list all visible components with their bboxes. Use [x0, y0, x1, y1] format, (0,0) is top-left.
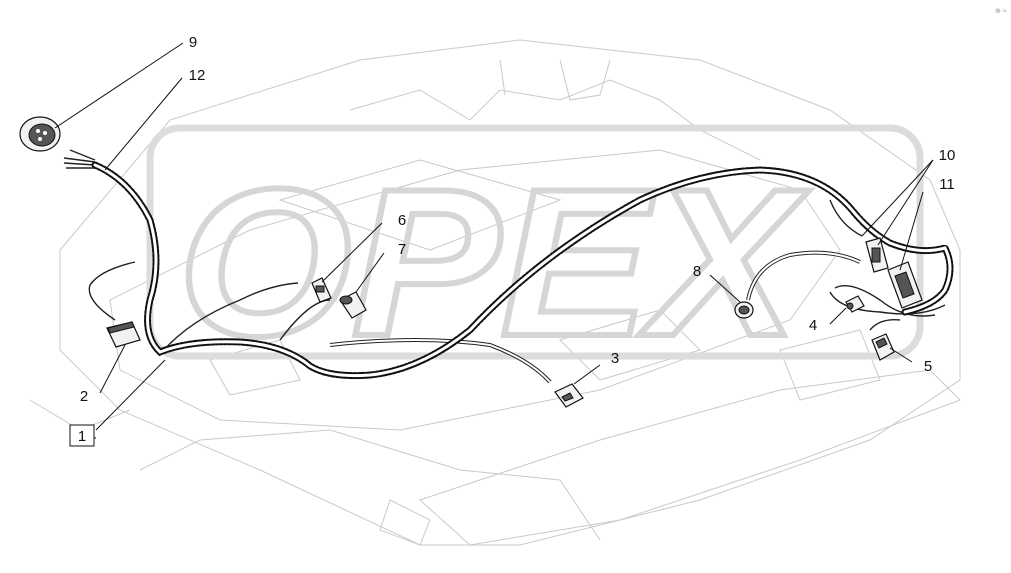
connector-2	[106, 321, 141, 348]
round-connector-9	[19, 116, 61, 152]
corner-mark: ⊕ ≈	[995, 8, 1007, 15]
callout-9: 9	[189, 34, 197, 51]
callout-4: 4	[809, 317, 817, 334]
callout-7: 7	[398, 241, 406, 258]
callout-6: 6	[398, 212, 406, 229]
connector-4	[845, 295, 865, 313]
callout-5: 5	[924, 358, 932, 375]
callout-1-box	[69, 424, 95, 447]
callout-8: 8	[693, 263, 701, 280]
callout-11: 11	[939, 176, 955, 193]
callout-2: 2	[80, 388, 88, 405]
callout-labels: 1 2 3 4 5 6 7 8 9 10 11 12	[69, 34, 956, 447]
watermark-frame	[146, 124, 924, 360]
callout-1: 1	[78, 428, 86, 445]
opex-watermark: OPEX	[146, 124, 924, 383]
connector-7	[339, 291, 367, 319]
connector-3	[554, 383, 584, 408]
connector-10	[865, 237, 889, 273]
frame-background	[29, 39, 961, 546]
wire-to-connector-3	[329, 338, 552, 384]
connector-6	[311, 277, 332, 303]
connector-8	[734, 301, 754, 319]
callout-10: 10	[939, 147, 956, 164]
callout-12: 12	[189, 67, 206, 84]
watermark-text: OPEX	[178, 145, 810, 380]
wires	[63, 149, 946, 384]
leader-lines	[54, 42, 934, 439]
wire-to-connector-8	[746, 250, 861, 301]
callout-3: 3	[611, 350, 619, 367]
main-harness	[91, 161, 954, 380]
connector-5	[871, 333, 895, 361]
